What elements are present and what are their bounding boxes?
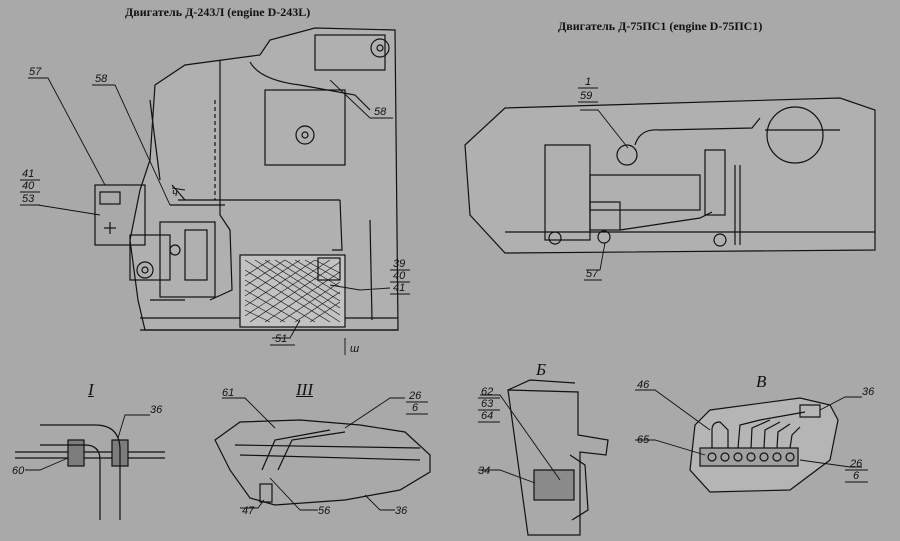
callout-41-right: 41	[393, 282, 405, 294]
callout-51: 51	[275, 333, 287, 345]
callout-6-view-iii: 6	[412, 402, 419, 414]
callout-39: 39	[393, 258, 405, 270]
callout-53: 53	[22, 193, 35, 205]
callout-58-right: 58	[374, 106, 387, 118]
callout-40-left: 40	[22, 180, 35, 192]
view-v-label: В	[756, 372, 767, 391]
right-engine-title: Двигатель Д-75ПС1 (engine D-75ПС1)	[558, 19, 763, 33]
arrow-mark-sh: ш	[350, 343, 359, 355]
callout-59: 59	[580, 90, 592, 102]
left-engine-title: Двигатель Д-243Л (engine D-243L)	[125, 5, 311, 19]
callout-57-right: 57	[586, 268, 599, 280]
callout-65: 65	[637, 434, 650, 446]
callout-57-top: 57	[29, 66, 42, 78]
callout-26-view-iii: 26	[408, 390, 422, 402]
arrow-mark-ch: ч	[172, 187, 178, 199]
view-b-drawing	[507, 379, 609, 536]
view-iii-label: III	[296, 380, 313, 399]
callout-46: 46	[637, 379, 650, 391]
view-v-drawing	[689, 397, 839, 493]
left-engine-drawing	[94, 27, 399, 331]
callout-41-left: 41	[22, 168, 34, 180]
callout-34: 34	[478, 465, 490, 477]
view-b-label: Б	[536, 360, 547, 379]
callout-1: 1	[585, 76, 591, 88]
callout-58-top-left: 58	[95, 73, 108, 85]
callout-6-view-v: 6	[853, 470, 860, 482]
callout-36-view-i: 36	[150, 404, 163, 416]
callout-60: 60	[12, 465, 25, 477]
callout-26-view-v: 26	[849, 458, 863, 470]
view-i-label: I	[88, 380, 94, 399]
callout-47: 47	[242, 505, 255, 517]
callout-62: 62	[481, 386, 493, 398]
view-i-drawing	[15, 424, 165, 520]
callout-36-view-v: 36	[862, 386, 875, 398]
callout-40-right: 40	[393, 270, 406, 282]
view-iii-drawing	[214, 419, 431, 506]
callout-63: 63	[481, 398, 494, 410]
callout-36-view-iii: 36	[395, 505, 408, 517]
callout-56: 56	[318, 505, 331, 517]
right-engine-drawing	[464, 97, 876, 254]
callout-64: 64	[481, 410, 493, 422]
callout-61: 61	[222, 387, 234, 399]
